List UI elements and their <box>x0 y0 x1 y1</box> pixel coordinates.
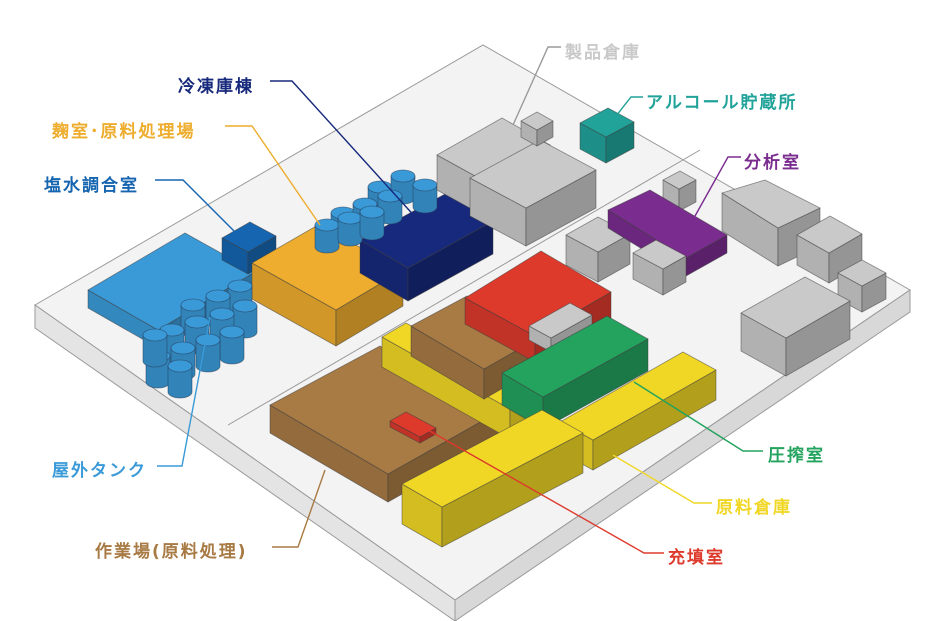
leader-salt-water-room <box>155 179 246 243</box>
leader-analysis-room <box>689 156 741 226</box>
leader-press-room <box>633 381 763 452</box>
gray-block-f-face-top <box>740 276 851 339</box>
freezer-tank-2 <box>412 178 438 214</box>
filling-building-face-top <box>464 250 612 337</box>
product-warehouse-annex <box>520 111 554 147</box>
label-alcohol-storage: アルコール貯蔵所 <box>646 93 798 113</box>
freezer-tank-6 <box>314 218 340 254</box>
product-warehouse-b <box>469 139 597 247</box>
outdoor-tank-12 <box>167 359 193 399</box>
outdoor-tank-7 <box>219 325 245 365</box>
gray-block-e <box>837 259 887 313</box>
gray-block-a-face-top <box>662 170 697 190</box>
site-ground-front-right <box>454 289 911 621</box>
label-koji-room: 麹室･原料処理場 <box>52 122 196 142</box>
freezer-tank-8 <box>359 205 385 241</box>
leader-freezer <box>270 80 419 221</box>
leader-alcohol-storage <box>604 96 643 131</box>
leader-outdoor-tank <box>157 316 211 467</box>
freezer-building <box>359 192 494 302</box>
leader-product-warehouse <box>512 46 561 126</box>
leader-filling-room <box>420 425 664 554</box>
filling-room-unit-face-top <box>389 411 437 438</box>
gray-block-e-face-top <box>837 259 887 287</box>
raw-material-warehouse-b <box>401 409 584 548</box>
filling-machine-face-top <box>528 302 593 339</box>
label-workshop: 作業場(原料処理) <box>95 542 248 562</box>
label-salt-water-room: 塩水調合室 <box>44 176 139 196</box>
gray-block-f <box>740 276 851 377</box>
outdoor-tank-8 <box>195 333 221 373</box>
label-filling-room: 充填室 <box>668 548 725 568</box>
site-ground-front-left <box>34 304 456 621</box>
analysis-annex <box>632 239 687 296</box>
leader-workshop <box>272 469 326 548</box>
analysis-annex-face-top <box>632 239 687 270</box>
gray-block-d-face-top <box>796 215 863 254</box>
label-press-room: 圧搾室 <box>768 446 825 466</box>
label-product-warehouse: 製品倉庫 <box>565 43 641 63</box>
label-analysis-room: 分析室 <box>744 153 801 173</box>
outdoor-tank-11 <box>142 328 168 368</box>
label-freezer: 冷凍庫棟 <box>178 77 254 97</box>
freezer-tank-7 <box>337 211 363 247</box>
leader-raw-material-warehouse <box>612 454 712 504</box>
press-room-face-top <box>501 315 649 398</box>
gray-block-a <box>662 170 697 212</box>
raw-material-warehouse-b-face-top <box>401 409 584 508</box>
alcohol-storage <box>579 107 635 164</box>
label-raw-material-warehouse: 原料倉庫 <box>716 498 792 518</box>
product-warehouse-annex-face-top <box>520 111 554 131</box>
label-outdoor-tank: 屋外タンク <box>52 461 147 481</box>
salt-water-room-face-top <box>221 221 277 253</box>
product-warehouse-b-face-top <box>469 139 597 209</box>
gray-block-d <box>796 215 863 284</box>
gray-block-b-face-top <box>721 179 821 229</box>
site-road-line <box>227 149 701 426</box>
leader-koji-room <box>225 125 321 226</box>
alcohol-storage-face-top <box>579 107 635 138</box>
